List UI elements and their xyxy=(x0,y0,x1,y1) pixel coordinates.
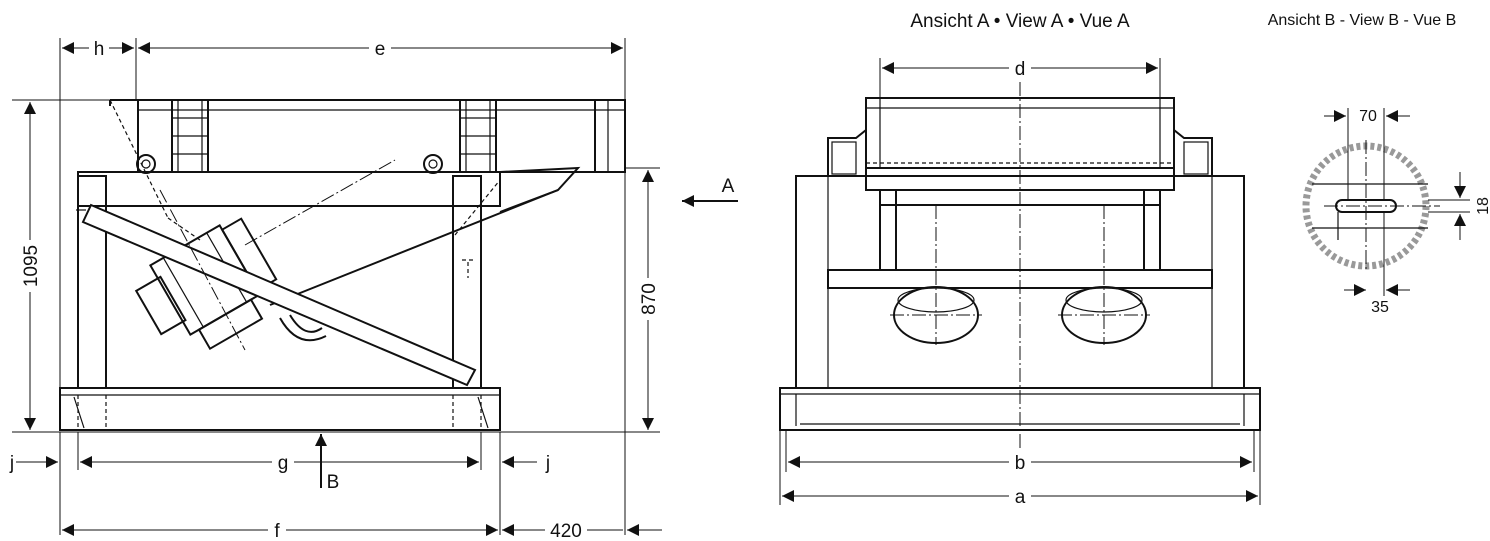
front-view xyxy=(779,60,1261,460)
dim-a-label: a xyxy=(1015,487,1026,508)
spring-left xyxy=(171,99,209,173)
dim-frame-height-label: 870 xyxy=(639,283,660,315)
front-view-dimensions: d b a xyxy=(779,57,1261,508)
dim-slot-width-label: 18 xyxy=(1475,197,1490,215)
lifting-eye-right xyxy=(423,154,443,174)
dim-j-right-label: j xyxy=(545,453,550,474)
dim-j-left-label: j xyxy=(9,453,14,474)
inclined-deck xyxy=(81,203,477,387)
post-right xyxy=(452,175,482,389)
dim-e-label: e xyxy=(375,39,386,60)
dim-slot-length-label: 70 xyxy=(1359,108,1377,125)
dim-slot-inner-label: 35 xyxy=(1371,299,1389,316)
view-a-arrow-label: A xyxy=(722,176,735,197)
side-view xyxy=(59,99,626,431)
dim-f-label: f xyxy=(274,521,280,541)
side-view-dimensions: h e 1095 870 j g j f 420 A xyxy=(9,38,738,541)
dim-g-label: g xyxy=(278,453,289,474)
lifting-eye-left xyxy=(136,154,156,174)
view-b-title: Ansicht B - View B - Vue B xyxy=(1268,12,1457,29)
hopper-chute xyxy=(499,166,581,213)
view-a-title: Ansicht A • View A • Vue A xyxy=(910,11,1130,32)
dim-total-height-label: 1095 xyxy=(21,245,42,287)
view-b-arrow-label: B xyxy=(327,472,340,493)
bottom-view-detail: 70 18 35 xyxy=(1302,108,1490,316)
dim-h-label: h xyxy=(94,39,105,60)
dim-b-label: b xyxy=(1015,453,1026,474)
dim-d-label: d xyxy=(1015,59,1026,80)
spring-right xyxy=(459,99,497,173)
dim-depth-label: 420 xyxy=(550,521,582,541)
frame-top-rail xyxy=(77,171,501,207)
base-frame xyxy=(59,387,501,431)
